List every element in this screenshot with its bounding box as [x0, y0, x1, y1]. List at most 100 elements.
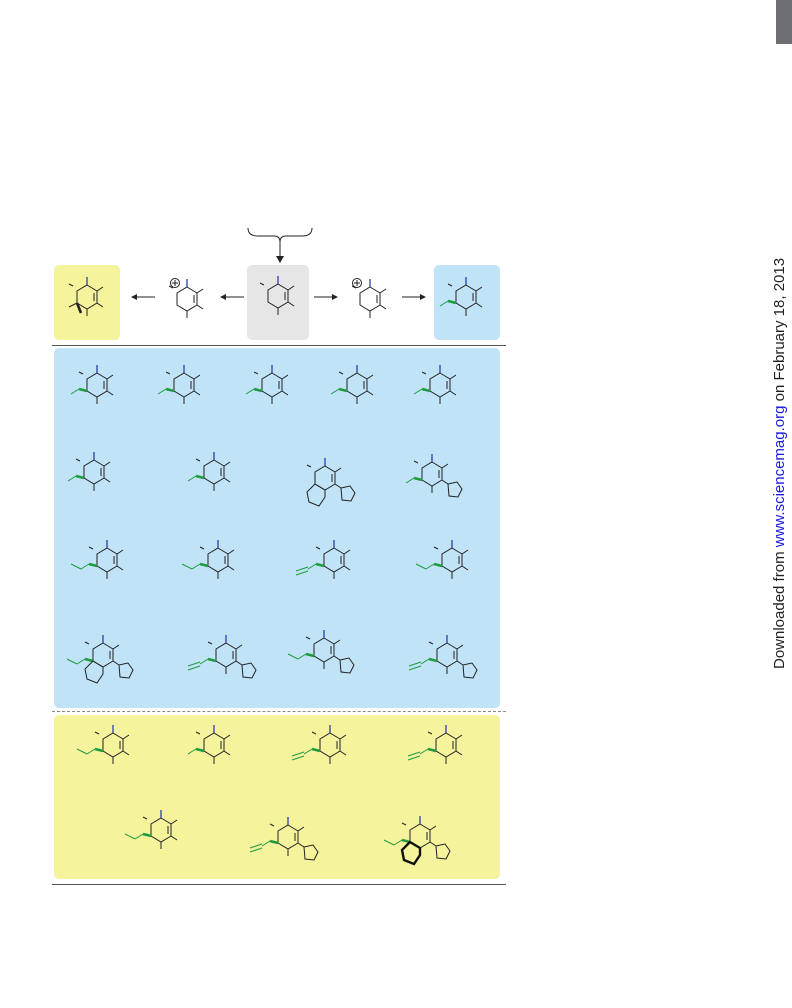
side-chain-bond [383, 839, 395, 846]
wedge-bond [428, 657, 438, 663]
right-arrow-icon [314, 294, 338, 300]
ring-molecule-structure [405, 454, 463, 498]
methyl-bond [421, 371, 427, 375]
methyl-bond [223, 750, 231, 756]
wedge-bond [253, 387, 263, 393]
methyl-bond [297, 826, 305, 832]
methyl-bond [461, 565, 469, 571]
methyl-bond [428, 641, 434, 645]
ring-molecule-structure [70, 365, 114, 404]
methyl-bond [84, 641, 90, 645]
methyl-bond [96, 286, 104, 292]
methyl-bond [334, 467, 342, 473]
methyl-bond [366, 374, 374, 380]
triple-bond [408, 661, 422, 667]
methyl-bond [223, 477, 231, 483]
methyl-bond [68, 283, 74, 287]
methyl-bond [170, 819, 178, 825]
methyl-bond [449, 374, 457, 380]
methyl-bond [196, 304, 204, 310]
methyl-bond [116, 565, 124, 571]
wedge-bond [84, 657, 94, 663]
methyl-bond [106, 374, 114, 380]
ring-molecule-structure [245, 365, 289, 404]
thienyl-ring [339, 657, 355, 674]
wedge-bond [199, 562, 209, 568]
side-chain-bond [287, 653, 299, 660]
methyl-bond [455, 734, 463, 740]
side-chain-bond [439, 300, 449, 307]
thienyl-ring [303, 844, 319, 861]
wedge-bond [195, 747, 205, 753]
wedge-bond [142, 832, 152, 838]
methyl-bond [227, 549, 235, 555]
wedge-bond [207, 657, 217, 663]
thienyl-ring [435, 843, 451, 860]
methyl-bond [195, 458, 201, 462]
triple-bond [291, 755, 305, 761]
methyl-bond [96, 302, 104, 308]
methyl-bond [281, 390, 289, 396]
thienyl-ring [118, 662, 134, 679]
side-chain-bond [191, 563, 201, 570]
ring-molecule-structure [157, 365, 201, 404]
ring-molecule-structure [187, 635, 257, 679]
side-chain-bond [307, 563, 317, 570]
methyl-bond [142, 816, 148, 820]
methyl-bond [461, 549, 469, 555]
methyl-bond [429, 825, 437, 831]
methyl-bond [351, 285, 357, 289]
side-chain-bond [157, 388, 167, 395]
side-chain-bond [245, 388, 255, 395]
wedge-bond [421, 387, 431, 393]
ring-molecule-structure [70, 540, 124, 579]
triple-bond [295, 566, 309, 572]
side-chain-bond [261, 840, 271, 847]
methyl-bond [379, 288, 387, 294]
methyl-bond [449, 390, 457, 396]
methyl-bond [334, 483, 342, 489]
methyl-bond [227, 565, 235, 571]
methyl-bond [207, 641, 213, 645]
ring-molecule-structure [295, 540, 351, 579]
methyl-bond [122, 734, 130, 740]
wedge-bond [305, 652, 315, 658]
side-chain-bond [413, 388, 423, 395]
ring-molecule-structure [330, 365, 374, 404]
side-chain-bond [415, 563, 427, 570]
methyl-bond [112, 660, 120, 666]
triple-bond [187, 665, 201, 671]
sciencemag-link[interactable]: www.sciencemag.org [771, 405, 788, 548]
methyl-bond [441, 463, 449, 469]
methyl-bond [235, 644, 243, 650]
methyl-bond [475, 302, 483, 308]
methyl-bond [94, 731, 100, 735]
methyl-bond [193, 374, 201, 380]
cation-charge-icon [170, 278, 180, 288]
triple-bond [291, 751, 305, 757]
methyl-bond [333, 639, 341, 645]
ring-molecule-structure [67, 452, 111, 491]
methyl-bond [427, 731, 433, 735]
ring-molecule-structure [439, 277, 483, 316]
methyl-bond [193, 390, 201, 396]
wedge-bond [311, 747, 321, 753]
methyl-bond [199, 546, 205, 550]
methyl-bond [75, 458, 81, 462]
ring-molecule-structure [291, 725, 347, 764]
ring-molecule-structure [66, 635, 134, 684]
ring-molecule-structure [351, 279, 387, 318]
side-chain-bond [70, 563, 82, 570]
wedge-bond [94, 747, 104, 753]
methyl-bond [253, 371, 259, 375]
wedge-bond [75, 474, 85, 480]
methyl-bond [433, 546, 439, 550]
methyl-bond [122, 750, 130, 756]
ring-molecule-structure [168, 279, 204, 318]
side-chain-bond [187, 748, 197, 755]
methyl-bond [333, 655, 341, 661]
page-corner-tab [776, 0, 792, 44]
side-chain-bond [66, 658, 78, 665]
side-chain-bond [330, 388, 340, 395]
methyl-bond [297, 842, 305, 848]
